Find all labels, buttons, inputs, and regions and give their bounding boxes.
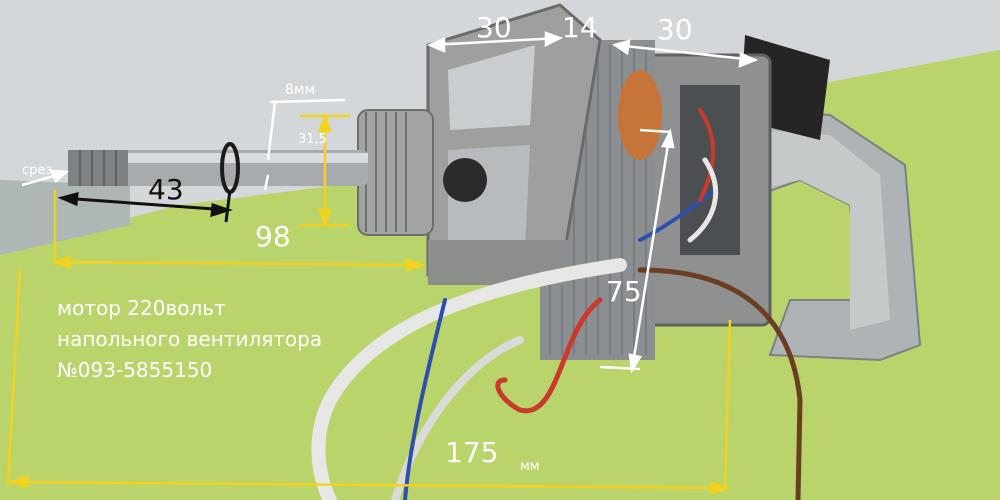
dimension-label-total-length: 175 [445, 436, 499, 469]
mounting-bracket [744, 108, 922, 362]
dimension-label-front-frame: 30 [476, 11, 512, 44]
dimension-label-stator: 14 [562, 11, 598, 44]
dimension-label-shaft-tip: 43 [148, 173, 184, 206]
dimension-guides-yellow [6, 112, 732, 495]
threaded-boss [357, 109, 434, 236]
dimension-label-thread-diameter: 31,5 [298, 132, 327, 147]
caption-line-motor: мотор 220вольт [57, 296, 226, 320]
label-cut: срез [22, 163, 53, 178]
dimension-label-shaft-length: 98 [255, 220, 291, 253]
caption-line-fan: напольного вентилятора [57, 327, 323, 351]
dimension-label-shaft-diameter: 8мм [285, 82, 316, 98]
dimension-guides-white [21, 31, 759, 374]
background-shadow [0, 180, 130, 255]
caption-block: мотор 220вольт напольного вентилятора №0… [57, 293, 322, 386]
motor-shaft [68, 142, 368, 194]
dimension-label-body-height: 75 [606, 275, 642, 308]
dimension-label-rear-housing: 30 [657, 13, 693, 46]
dimension-label-unit: мм [520, 459, 540, 474]
wires [311, 108, 803, 500]
caption-line-phone: №093-5855150 [57, 358, 213, 382]
dimension-guide-black [57, 189, 233, 223]
shaft-bearing [443, 158, 487, 202]
